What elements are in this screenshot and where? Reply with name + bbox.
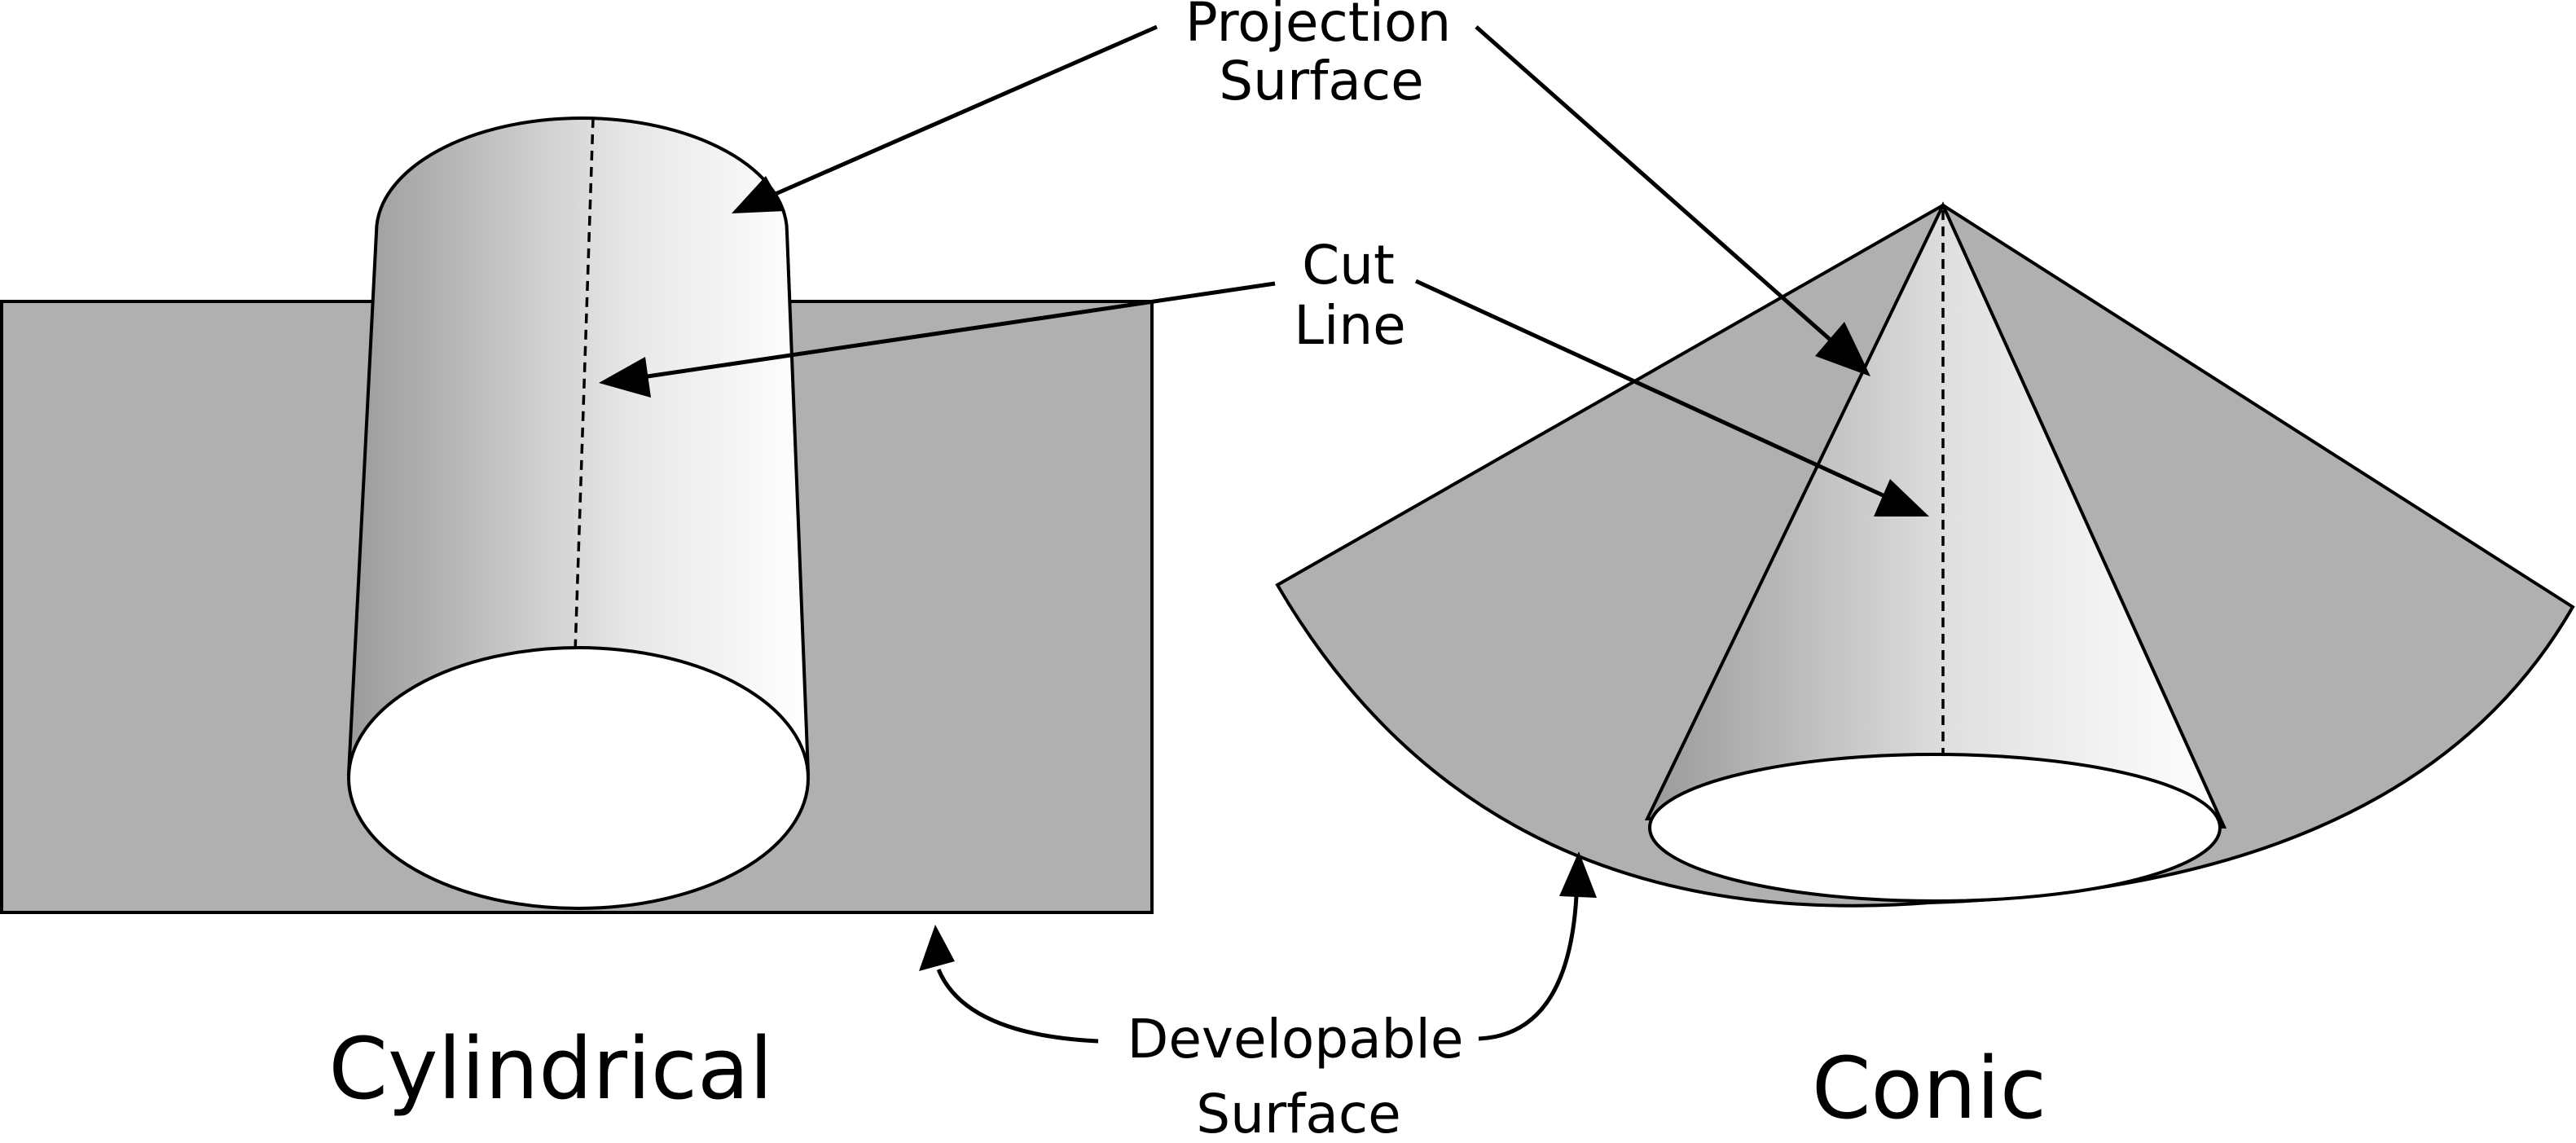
arrows	[599, 24, 1929, 1044]
arrowhead-projection-cylinder	[732, 176, 785, 213]
label-developable-surface-line1: Developable	[1128, 1008, 1464, 1070]
label-projection-surface-line2: Surface	[1219, 50, 1423, 112]
title-cylindrical: Cylindrical	[328, 1019, 772, 1119]
labels: Projection Surface Cut Line Developable …	[328, 0, 2046, 1143]
arrowhead-cut-cylinder	[599, 357, 651, 398]
arrowhead-cut-cone	[1874, 479, 1929, 517]
label-projection-surface-line1: Projection	[1185, 0, 1451, 54]
title-conic: Conic	[1812, 1039, 2046, 1138]
label-cut-line-line1: Cut	[1302, 234, 1395, 297]
arrowhead-developable-cone	[1559, 851, 1597, 898]
cylinder-opening	[347, 646, 810, 910]
cylinder-cut-line	[574, 117, 595, 653]
label-developable-surface-line2: Surface	[1196, 1083, 1400, 1143]
conic-projection	[1275, 201, 2575, 908]
cylindrical-projection	[0, 116, 1154, 914]
arrowhead-developable-cylinder	[919, 925, 955, 971]
cone-opening	[1648, 753, 2222, 903]
arrowhead-projection-cone	[1815, 322, 1870, 376]
label-cut-line-line2: Line	[1294, 294, 1406, 357]
